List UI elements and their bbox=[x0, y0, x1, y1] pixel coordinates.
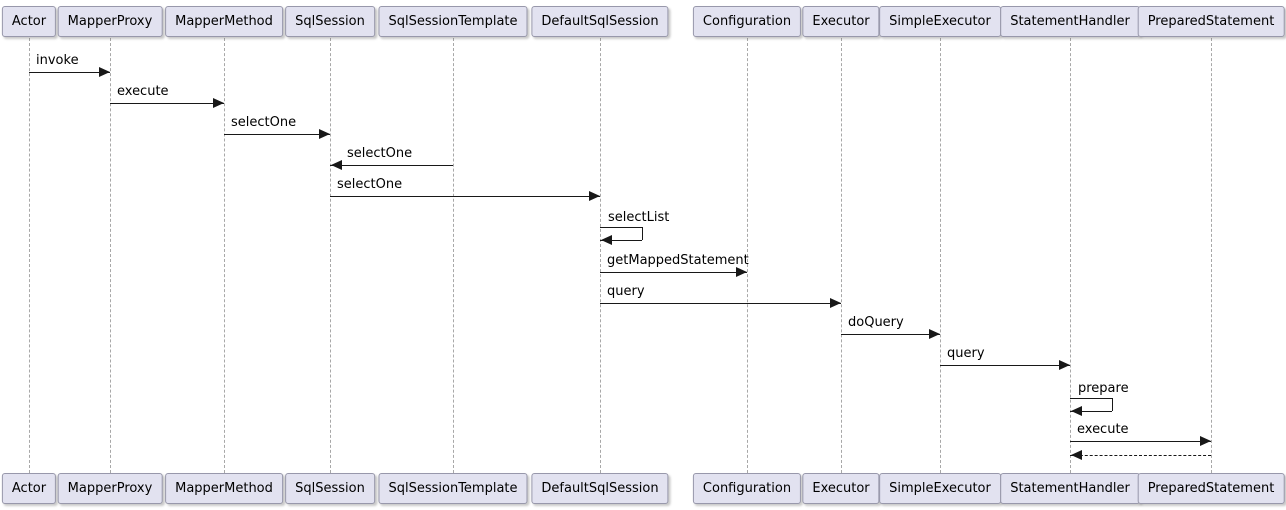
arrowhead-icon-execute-11 bbox=[1200, 436, 1211, 446]
lifeline-preparedstatement bbox=[1211, 38, 1212, 473]
lifeline-mapperproxy bbox=[110, 38, 111, 473]
message-line-invoke-0 bbox=[29, 72, 110, 73]
message-label-invoke-0: invoke bbox=[36, 53, 79, 68]
self-message-bottom-prepare-10 bbox=[1070, 411, 1112, 412]
participant-bottom-actor: Actor bbox=[1, 473, 57, 504]
message-line-selectOne-3 bbox=[330, 165, 453, 166]
message-label-query-9: query bbox=[947, 346, 985, 361]
lifeline-sqlsessiontemplate bbox=[453, 38, 454, 473]
message-line-execute-11 bbox=[1070, 441, 1211, 442]
arrowhead-icon-query-7 bbox=[830, 298, 841, 308]
arrowhead-icon-execute-1 bbox=[213, 98, 224, 108]
participant-top-mapperproxy: MapperProxy bbox=[57, 6, 163, 37]
participant-bottom-defaultsqlsession: DefaultSqlSession bbox=[531, 473, 669, 504]
message-label-execute-1: execute bbox=[117, 84, 169, 99]
lifeline-configuration bbox=[747, 38, 748, 473]
participant-bottom-simpleexecutor: SimpleExecutor bbox=[879, 473, 1001, 504]
message-label-selectOne-4: selectOne bbox=[337, 177, 403, 192]
participant-bottom-mapperproxy: MapperProxy bbox=[57, 473, 163, 504]
self-message-side-prepare-10 bbox=[1112, 398, 1113, 411]
arrowhead-icon-selectList-5 bbox=[601, 235, 612, 245]
participant-top-sqlsession: SqlSession bbox=[285, 6, 375, 37]
message-line-query-7 bbox=[600, 303, 841, 304]
participant-top-configuration: Configuration bbox=[692, 6, 802, 37]
message-label-selectOne-3: selectOne bbox=[347, 146, 413, 161]
message-line-query-9 bbox=[940, 365, 1070, 366]
message-label-doQuery-8: doQuery bbox=[848, 315, 904, 330]
lifeline-executor bbox=[841, 38, 842, 473]
participant-bottom-statementhandler: StatementHandler bbox=[1000, 473, 1140, 504]
participant-bottom-configuration: Configuration bbox=[692, 473, 802, 504]
message-label-execute-11: execute bbox=[1077, 422, 1129, 437]
arrowhead-icon-invoke-0 bbox=[99, 67, 110, 77]
participant-top-actor: Actor bbox=[1, 6, 57, 37]
message-line-getMappedStatement-6 bbox=[600, 272, 747, 273]
message-line-selectOne-4 bbox=[330, 196, 600, 197]
message-line-return-12 bbox=[1070, 455, 1211, 456]
message-label-getMappedStatement-6: getMappedStatement bbox=[607, 253, 749, 268]
arrowhead-icon-selectOne-4 bbox=[589, 191, 600, 201]
self-message-bottom-selectList-5 bbox=[600, 240, 642, 241]
message-label-query-7: query bbox=[607, 284, 645, 299]
arrowhead-icon-prepare-10 bbox=[1071, 406, 1082, 416]
participant-top-mappermethod: MapperMethod bbox=[165, 6, 283, 37]
participant-bottom-mappermethod: MapperMethod bbox=[165, 473, 283, 504]
message-label-selectOne-2: selectOne bbox=[231, 115, 297, 130]
participant-top-defaultsqlsession: DefaultSqlSession bbox=[531, 6, 669, 37]
participant-top-preparedstatement: PreparedStatement bbox=[1137, 6, 1285, 37]
lifeline-defaultsqlsession bbox=[600, 38, 601, 473]
message-label-prepare-10: prepare bbox=[1078, 381, 1129, 396]
participant-bottom-sqlsession: SqlSession bbox=[285, 473, 375, 504]
participant-top-sqlsessiontemplate: SqlSessionTemplate bbox=[378, 6, 528, 37]
participant-top-executor: Executor bbox=[802, 6, 880, 37]
lifeline-actor bbox=[29, 38, 30, 473]
participant-bottom-sqlsessiontemplate: SqlSessionTemplate bbox=[378, 473, 528, 504]
message-line-selectOne-2 bbox=[224, 134, 330, 135]
arrowhead-icon-query-9 bbox=[1059, 360, 1070, 370]
lifeline-mappermethod bbox=[224, 38, 225, 473]
self-message-side-selectList-5 bbox=[642, 227, 643, 240]
message-label-selectList-5: selectList bbox=[608, 210, 670, 225]
participant-bottom-preparedstatement: PreparedStatement bbox=[1137, 473, 1285, 504]
message-line-doQuery-8 bbox=[841, 334, 940, 335]
arrowhead-icon-getMappedStatement-6 bbox=[736, 267, 747, 277]
arrowhead-icon-selectOne-3 bbox=[331, 160, 342, 170]
lifeline-sqlsession bbox=[330, 38, 331, 473]
self-message-top-selectList-5 bbox=[600, 227, 642, 228]
lifeline-simpleexecutor bbox=[940, 38, 941, 473]
participant-top-simpleexecutor: SimpleExecutor bbox=[879, 6, 1001, 37]
lifeline-statementhandler bbox=[1070, 38, 1071, 473]
participant-bottom-executor: Executor bbox=[802, 473, 880, 504]
arrowhead-icon-doQuery-8 bbox=[929, 329, 940, 339]
message-line-execute-1 bbox=[110, 103, 224, 104]
arrowhead-icon-return-12 bbox=[1071, 450, 1082, 460]
arrowhead-icon-selectOne-2 bbox=[319, 129, 330, 139]
participant-top-statementhandler: StatementHandler bbox=[1000, 6, 1140, 37]
self-message-top-prepare-10 bbox=[1070, 398, 1112, 399]
